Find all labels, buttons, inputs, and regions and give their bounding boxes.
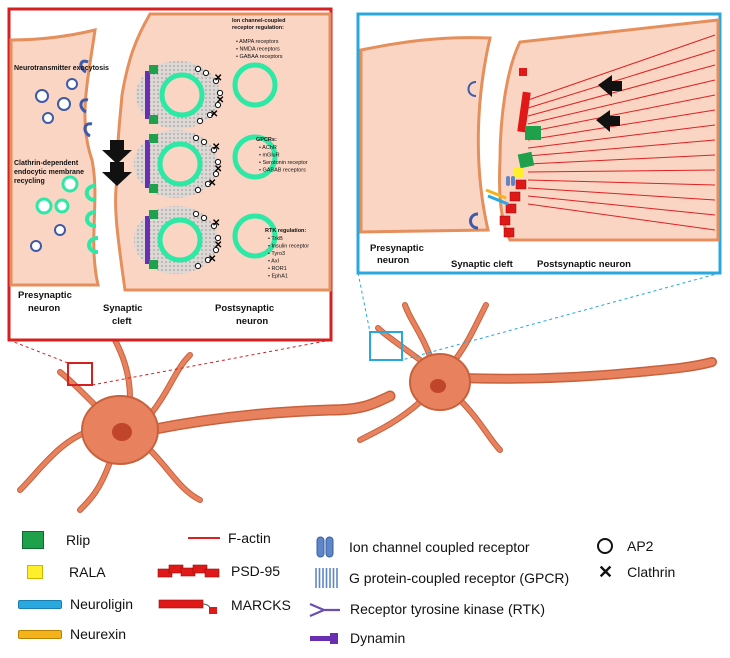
svg-text:✕: ✕ [208, 254, 216, 265]
rtk-title: RTK regulation: [265, 228, 306, 234]
svg-text:✕: ✕ [214, 73, 222, 84]
svg-text:✕: ✕ [210, 109, 218, 120]
svg-text:✕: ✕ [208, 178, 216, 189]
right-zoom-box [369, 331, 403, 361]
ion-list: • AMPA receptors• NMDA receptors• GABAA … [236, 39, 283, 60]
right-postsynaptic-label: Postsynaptic neuron [537, 259, 631, 270]
exocytosis-label: Neurotransmitter exocytosis [14, 65, 109, 72]
left-synapse-panel: ✕ ✕ ✕ ✕ ✕ ✕ ✕ ✕ ✕ Neurotransmitter exocytosis Cl… [7, 7, 333, 342]
rtk-list: • TrkB• Insulin receptor• Tyro3• Axl• RO… [268, 236, 309, 280]
neuron-illustration [17, 302, 717, 513]
gpcr-list: • AChR• mGluR• Serotonin receptor• GABAB… [259, 145, 308, 174]
gpcr-title: GPCRs: [256, 137, 277, 143]
svg-text:✕: ✕ [212, 142, 220, 153]
right-cleft-label: Synaptic cleft [451, 259, 514, 270]
svg-text:✕: ✕ [214, 164, 222, 175]
left-zoom-box [67, 362, 93, 386]
svg-text:✕: ✕ [212, 218, 220, 229]
svg-text:✕: ✕ [216, 95, 224, 106]
svg-text:✕: ✕ [214, 240, 222, 251]
